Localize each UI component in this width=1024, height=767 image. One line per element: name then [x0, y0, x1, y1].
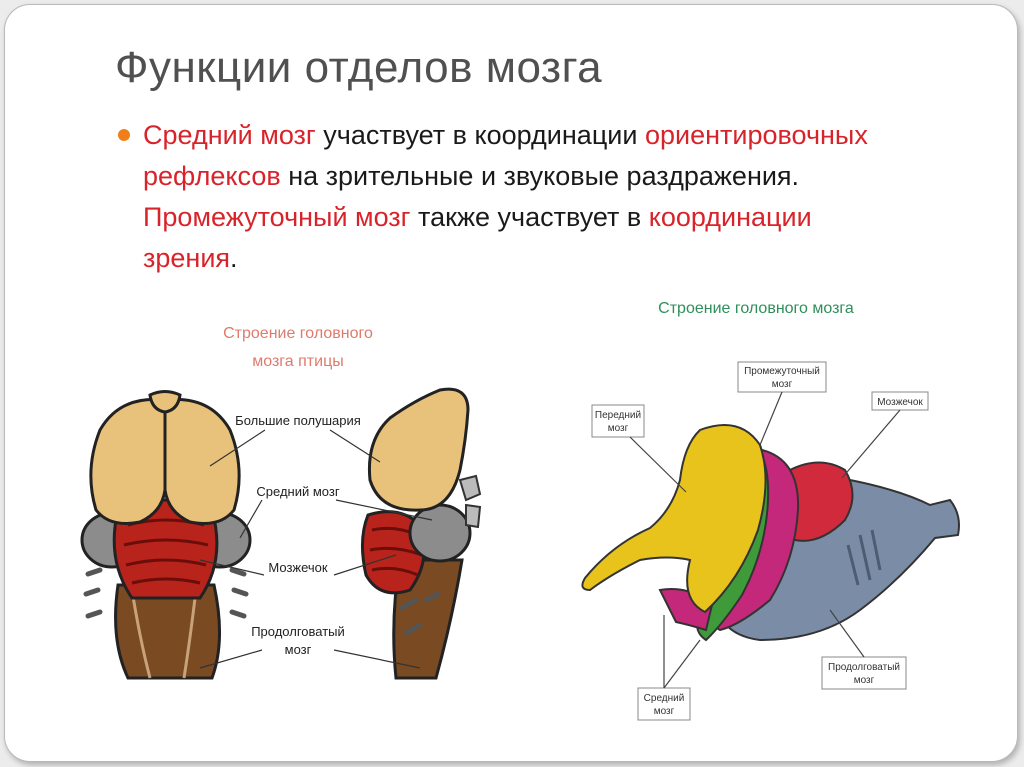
bird-label-cerebellum: Мозжечок [268, 560, 328, 575]
bird-figure-title-line1: Строение головного [223, 325, 373, 342]
fish-label-cerebellum: Мозжечок [877, 397, 923, 408]
bird-brain-figure: Строение головного мозга птицы [82, 325, 480, 678]
bird-label-hemispheres: Большие полушария [235, 413, 361, 428]
bird-hemisphere-right [165, 399, 239, 523]
bird-brain-side-view [362, 389, 480, 678]
bird-optic-lobe-side [410, 505, 470, 561]
fish-label-midbrain-line2: мозг [654, 706, 675, 717]
fish-label-medulla-line2: мозг [854, 675, 875, 686]
fish-figure-title: Строение головного мозга [658, 300, 854, 317]
fish-label-forebrain-line1: Передний [595, 410, 641, 421]
fish-label-diencephalon-line1: Промежуточный [744, 366, 820, 377]
bird-hemisphere-left [91, 399, 165, 523]
bird-label-medulla-line1: Продолговатый [251, 624, 345, 639]
bird-figure-title-line2: мозга птицы [252, 353, 343, 370]
bird-hemisphere-side [369, 389, 468, 510]
bird-label-midbrain: Средний мозг [256, 484, 339, 499]
bird-brain-front-view [82, 392, 250, 679]
fish-label-diencephalon-line2: мозг [772, 379, 793, 390]
bird-label-medulla-line2: мозг [285, 642, 312, 657]
fish-label-midbrain-line1: Средний [644, 693, 685, 704]
fish-label-medulla-line1: Продолговатый [828, 662, 900, 673]
fish-label-forebrain-line2: мозг [608, 423, 629, 434]
fish-brain-figure: Строение головного мозга Передний мозг П… [582, 300, 959, 720]
